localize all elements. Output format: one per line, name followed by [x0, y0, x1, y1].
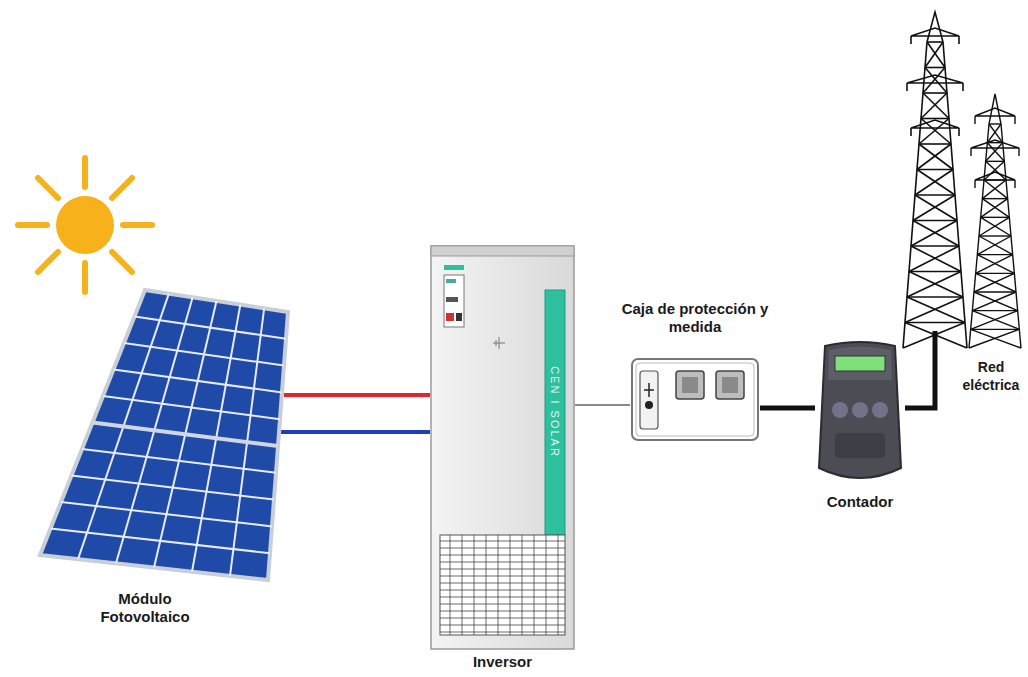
power-grid: Red eléctrica	[895, 8, 1025, 400]
node-label: Contador	[805, 493, 915, 511]
dc-wire-positive	[284, 393, 430, 397]
electric-meter-drawing	[815, 338, 905, 488]
electric-meter: Contador	[815, 338, 915, 518]
protection-box: Caja de protección y medida	[630, 300, 775, 445]
protection-box-drawing	[630, 357, 760, 442]
node-label: Red eléctrica	[961, 358, 1021, 394]
inverter: Inversor	[430, 245, 580, 675]
grid-wire	[905, 331, 935, 408]
node-label: Caja de protección y medida	[620, 300, 770, 336]
ac-wire	[575, 404, 630, 406]
dc-wire-negative	[281, 430, 430, 434]
node-label: Inversor	[430, 653, 575, 671]
power-grid-drawing	[895, 8, 1025, 353]
inverter-drawing	[430, 245, 575, 650]
pv-module: Módulo Fotovoltaico	[30, 280, 300, 630]
meter-wire	[760, 406, 815, 411]
pv-module-drawing	[30, 280, 300, 585]
node-label: Módulo Fotovoltaico	[90, 590, 200, 626]
